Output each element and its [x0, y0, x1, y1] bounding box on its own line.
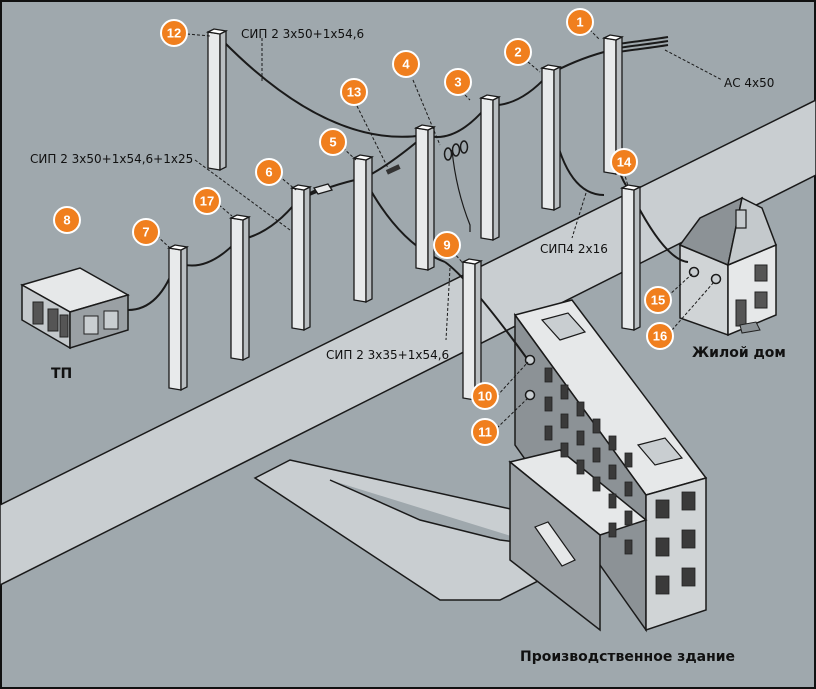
- marker-number: 17: [200, 194, 214, 209]
- label-ac-cable: АС 4х50: [724, 76, 774, 90]
- marker-13: 13: [340, 78, 368, 106]
- marker-number: 12: [167, 26, 181, 41]
- branch-clamp: [385, 164, 401, 175]
- marker-4: 4: [392, 50, 420, 78]
- marker-6: 6: [255, 158, 283, 186]
- marker-number: 13: [347, 85, 361, 100]
- pole: [289, 184, 313, 332]
- marker-11: 11: [471, 418, 499, 446]
- marker-number: 7: [142, 225, 149, 240]
- label-sip-branch: СИП 2 3х35+1х54,6: [326, 348, 449, 362]
- pole: [166, 244, 190, 392]
- pole: [413, 124, 437, 272]
- marker-12: 12: [160, 19, 188, 47]
- marker-number: 2: [514, 45, 521, 60]
- transformer-substation: [20, 267, 130, 350]
- marker-number: 9: [443, 238, 450, 253]
- label-tp: ТП: [51, 366, 72, 382]
- pole: [351, 154, 375, 304]
- marker-8: 8: [53, 206, 81, 234]
- poles: [166, 28, 643, 402]
- label-sip-left: СИП 2 3х50+1х54,6+1х25: [30, 152, 193, 166]
- marker-number: 1: [576, 15, 583, 30]
- pole: [478, 94, 502, 242]
- pole: [539, 64, 563, 212]
- street-lamp: [312, 183, 334, 195]
- marker-number: 6: [265, 165, 272, 180]
- leader-lines: [156, 25, 723, 429]
- marker-9: 9: [433, 231, 461, 259]
- marker-number: 5: [329, 135, 336, 150]
- pole: [228, 214, 252, 362]
- marker-5: 5: [319, 128, 347, 156]
- marker-7: 7: [132, 218, 160, 246]
- main-road: [0, 99, 816, 586]
- marker-2: 2: [504, 38, 532, 66]
- marker-number: 11: [478, 425, 492, 440]
- marker-number: 14: [617, 155, 632, 170]
- marker-10: 10: [471, 382, 499, 410]
- marker-14: 14: [610, 148, 638, 176]
- marker-3: 3: [444, 68, 472, 96]
- marker-1: 1: [566, 8, 594, 36]
- pole: [601, 34, 625, 176]
- pole: [205, 28, 229, 172]
- marker-number: 8: [63, 213, 70, 228]
- marker-15: 15: [644, 286, 672, 314]
- marker-number: 15: [651, 293, 665, 308]
- label-sip4: СИП4 2х16: [540, 242, 608, 256]
- marker-number: 4: [402, 57, 410, 72]
- label-sip-top: СИП 2 3х50+1х54,6: [241, 27, 364, 41]
- residential-house: [678, 196, 777, 337]
- cable-clamps: [443, 140, 469, 161]
- label-house: Жилой дом: [692, 345, 786, 361]
- pole: [619, 184, 643, 332]
- pole: [460, 258, 484, 402]
- marker-17: 17: [193, 187, 221, 215]
- label-factory: Производственное здание: [520, 649, 735, 665]
- marker-number: 10: [478, 389, 492, 404]
- marker-16: 16: [646, 322, 674, 350]
- factory-building: [508, 299, 708, 633]
- marker-number: 16: [653, 329, 667, 344]
- marker-number: 3: [454, 75, 461, 90]
